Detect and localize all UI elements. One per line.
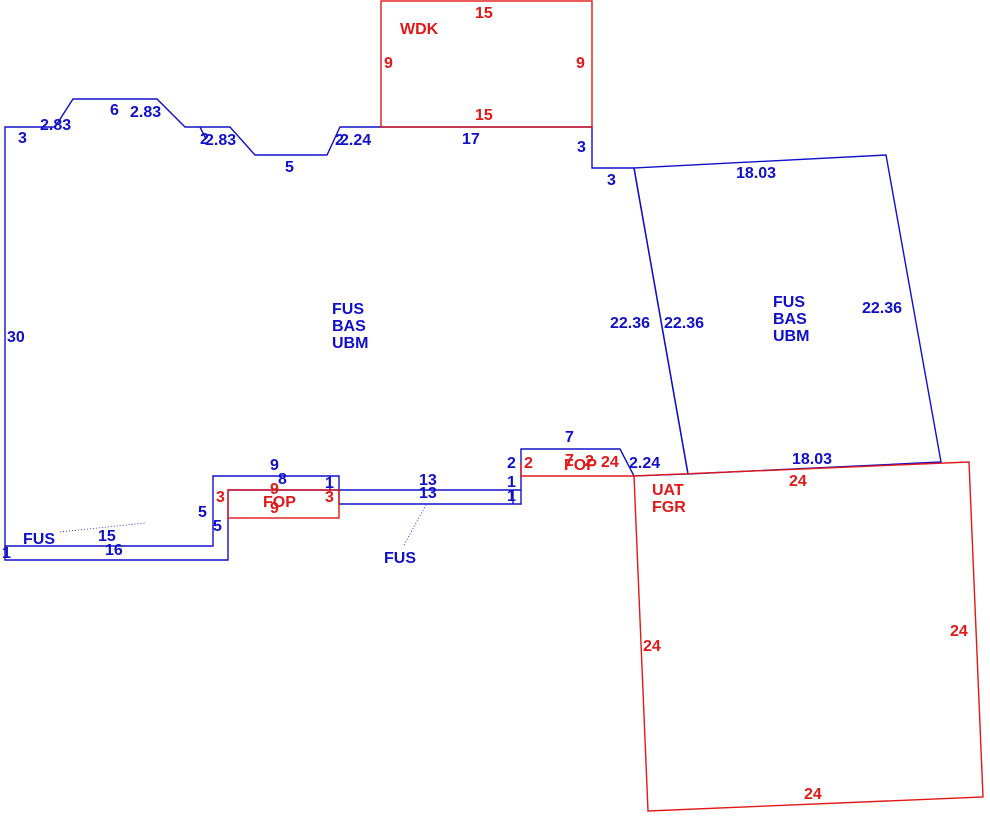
- right-porch-dim-top: 7: [565, 452, 574, 469]
- fus-bottom-leader: [403, 504, 427, 546]
- dim-bottom-16: 16: [105, 542, 123, 559]
- left-porch-outline: [227, 489, 340, 519]
- dim-cr-1b: 1: [507, 488, 516, 505]
- right-area-code-2: BAS: [773, 311, 807, 328]
- deck-dim-left: 9: [384, 55, 393, 72]
- dim-porch-step-2: 2: [507, 455, 516, 472]
- right-living-area-outline: [633, 154, 942, 475]
- fus-left-area-code: FUS: [23, 531, 55, 548]
- dim-notch-right: 2: [335, 132, 344, 149]
- dim-right-drop: 3: [577, 139, 586, 156]
- garage-area-code-2: FGR: [652, 499, 686, 516]
- right-area-code-3: UBM: [773, 328, 809, 345]
- dim-bottom-15: 15: [98, 528, 116, 545]
- dim-bottom-left-1: 1: [2, 545, 11, 562]
- right-dim-bottom: 18.03: [792, 451, 832, 468]
- right-porch-outline: [520, 462, 634, 477]
- dim-right-step: 3: [607, 172, 616, 189]
- right-porch-dim-side: 2: [585, 453, 594, 470]
- right-dim-left-outer: 22.36: [610, 315, 650, 332]
- dim-top-left: 3: [18, 130, 27, 147]
- right-dim-top: 18.03: [736, 165, 776, 182]
- left-porch-dim-bottom: 9: [270, 500, 279, 517]
- garage-area-code-1: UAT: [652, 482, 684, 499]
- dim-porch-top-7: 7: [565, 429, 574, 446]
- fus-bottom-area-code: FUS: [384, 550, 416, 567]
- dim-porch-diag: 2.24: [629, 455, 660, 472]
- dim-left-wall: 30: [7, 329, 25, 346]
- dim-cr-13a: 13: [419, 472, 437, 489]
- garage-dim-right: 24: [950, 623, 968, 640]
- dim-bump-top: 6: [110, 102, 119, 119]
- right-porch-dim-left: 2: [524, 455, 533, 472]
- dim-cr-13b: 13: [419, 485, 437, 502]
- left-porch-dim-right: 3: [325, 489, 334, 506]
- right-porch-area-code: FOP: [564, 457, 597, 474]
- dim-left-5a: 5: [198, 504, 207, 521]
- fus-left-leader: [59, 522, 146, 533]
- dim-step-diag: 2.83: [205, 132, 236, 149]
- right-porch-dim-right: 24: [601, 454, 619, 471]
- dim-step-2: 2: [200, 131, 209, 148]
- dim-cr-8: 8: [278, 471, 287, 488]
- right-area-code-1: FUS: [773, 294, 805, 311]
- notch-left-tick: [199, 126, 207, 140]
- dim-cr-1c: 1: [325, 475, 334, 492]
- left-porch-area-code: FOP: [263, 494, 296, 511]
- deck-area-code: WDK: [400, 21, 439, 38]
- deck-dim-right: 9: [576, 55, 585, 72]
- dim-cr-9: 9: [270, 457, 279, 474]
- deck-outline: [380, 0, 593, 128]
- garage-outline: [633, 461, 984, 812]
- right-dim-right: 22.36: [862, 300, 902, 317]
- left-porch-dim-left: 3: [216, 489, 225, 506]
- main-area-code-1: FUS: [332, 301, 364, 318]
- left-porch-dim-top: 9: [270, 481, 279, 498]
- main-area-code-2: BAS: [332, 318, 366, 335]
- dim-cr-1a: 1: [507, 474, 516, 491]
- garage-dim-left: 24: [643, 638, 661, 655]
- main-area-code-3: UBM: [332, 335, 368, 352]
- garage-dim-top: 24: [789, 473, 807, 490]
- garage-dim-bottom: 24: [804, 786, 822, 803]
- dim-left-5b: 5: [213, 518, 222, 535]
- deck-dim-top: 15: [475, 5, 493, 22]
- dim-notch-diag: 2.24: [340, 132, 371, 149]
- dim-notch-bottom: 5: [285, 159, 294, 176]
- dim-top-mid: 17: [462, 131, 480, 148]
- dim-bump-diag-right: 2.83: [130, 104, 161, 121]
- right-dim-left-inner: 22.36: [664, 315, 704, 332]
- dim-bump-diag-left: 2.83: [40, 117, 71, 134]
- deck-dim-bottom: 15: [475, 107, 493, 124]
